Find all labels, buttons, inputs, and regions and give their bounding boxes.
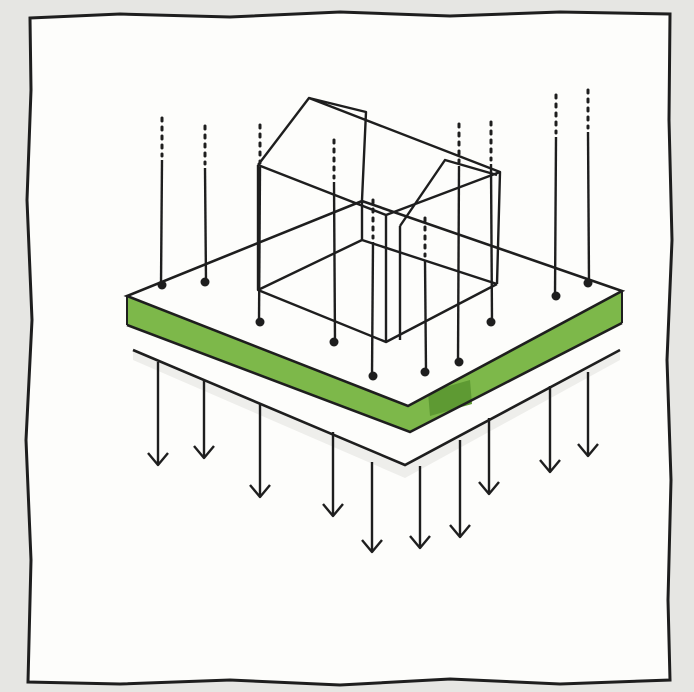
green-roof-diagram <box>0 0 694 692</box>
sketch-stage <box>0 0 694 692</box>
